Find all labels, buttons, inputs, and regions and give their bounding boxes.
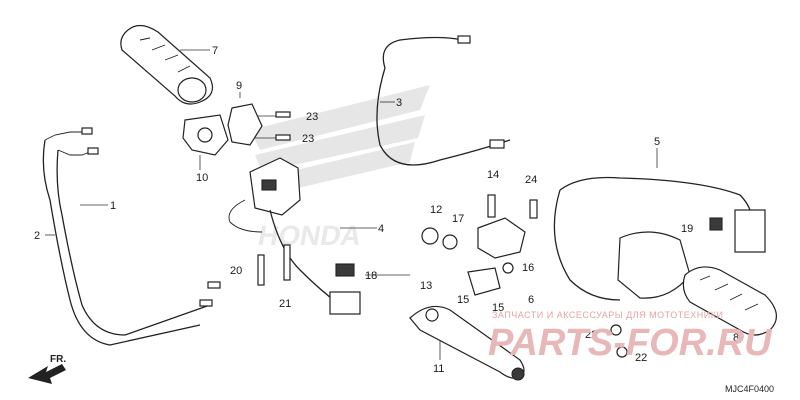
svg-text:HONDA: HONDA xyxy=(256,219,364,251)
callout-21: 21 xyxy=(279,298,291,310)
callout-3: 3 xyxy=(396,97,402,109)
front-direction-arrow: FR. xyxy=(28,354,66,384)
callout-15b: 15 xyxy=(492,302,504,314)
left-grip xyxy=(682,266,777,336)
callout-19: 19 xyxy=(681,223,693,235)
callout-16: 16 xyxy=(522,262,534,274)
callout-2: 2 xyxy=(34,230,40,242)
callout-14: 14 xyxy=(487,169,499,181)
clutch-cable xyxy=(376,35,511,166)
callout-7: 7 xyxy=(212,45,218,57)
callout-24: 24 xyxy=(525,174,537,186)
watermark: ЗАПЧАСТИ И АКСЕССУАРЫ ДЛЯ МОТОТЕХНИКИ PA… xyxy=(488,310,773,364)
callout-4: 4 xyxy=(378,223,384,235)
callout-1: 1 xyxy=(110,200,116,212)
callout-18: 18 xyxy=(365,270,377,282)
callout-17: 17 xyxy=(452,213,464,225)
fasteners xyxy=(257,194,628,358)
callout-10: 10 xyxy=(196,172,208,184)
background-wing-logo: HONDA xyxy=(250,85,430,251)
right-handlebar-switch xyxy=(228,157,361,315)
callout-23b: 23 xyxy=(302,133,314,145)
throttle-housing xyxy=(182,103,291,156)
throttle-cables xyxy=(42,127,221,346)
callout-12: 12 xyxy=(430,204,442,216)
left-handlebar-switch xyxy=(553,176,766,301)
leader-lines xyxy=(45,49,726,360)
callout-22a: 22 xyxy=(585,329,597,341)
callout-13: 13 xyxy=(420,280,432,292)
callout-5: 5 xyxy=(654,136,660,148)
callout-8: 8 xyxy=(733,332,739,344)
callout-11: 11 xyxy=(433,363,444,375)
watermark-logo: PARTS-FOR.RU xyxy=(488,322,773,364)
callout-20: 20 xyxy=(230,265,242,277)
throttle-grip xyxy=(120,24,213,105)
watermark-tagline: ЗАПЧАСТИ И АКСЕССУАРЫ ДЛЯ МОТОТЕХНИКИ xyxy=(492,310,723,320)
callout-6: 6 xyxy=(528,294,534,306)
callout-22b: 22 xyxy=(635,352,647,364)
drawing-code: MJC4F0400 xyxy=(725,384,774,394)
callout-9: 9 xyxy=(236,80,242,92)
clutch-lever-bracket xyxy=(409,217,526,381)
front-direction-label: FR. xyxy=(50,354,66,365)
callout-23a: 23 xyxy=(306,111,318,123)
callout-15a: 15 xyxy=(457,294,469,306)
callout-labels: 1 2 3 4 5 6 7 8 9 10 11 12 13 14 15 15 1… xyxy=(34,45,739,375)
